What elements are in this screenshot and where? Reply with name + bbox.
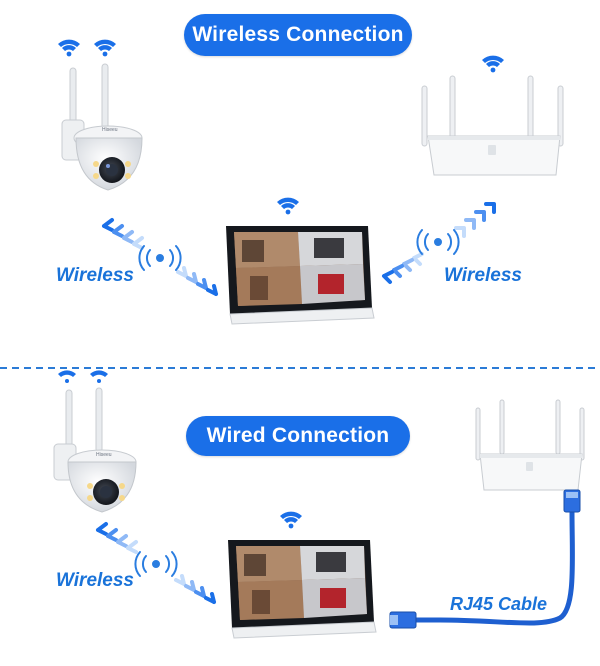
wireless-connection-title: Wireless Connection bbox=[184, 14, 412, 56]
wifi-icon bbox=[58, 39, 116, 57]
wireless-label-bottom-left: Wireless bbox=[56, 570, 134, 591]
wifi-icon bbox=[280, 511, 302, 529]
section-divider bbox=[0, 367, 600, 369]
wireless-connection-title-text: Wireless Connection bbox=[192, 23, 404, 46]
signal-arrows-top-right bbox=[382, 202, 496, 284]
wifi-icon bbox=[58, 370, 108, 383]
rj45-connector-top bbox=[563, 489, 581, 513]
router-bottom bbox=[475, 399, 585, 491]
monitor-top bbox=[226, 197, 375, 325]
camera-bottom: Hiseeu bbox=[53, 370, 137, 513]
rj45-connector-bottom bbox=[389, 611, 417, 629]
wireless-label-top-right: Wireless bbox=[444, 265, 522, 286]
svg-text:Hiseeu: Hiseeu bbox=[96, 452, 112, 458]
router-top bbox=[421, 55, 564, 176]
wifi-icon bbox=[277, 197, 299, 215]
camera-top: Hiseeu bbox=[58, 39, 143, 191]
signal-arrows-top-left bbox=[102, 218, 218, 296]
svg-text:Hiseeu: Hiseeu bbox=[102, 127, 118, 133]
rj45-cable-label: RJ45 Cable bbox=[450, 594, 548, 614]
wireless-label-top-left: Wireless bbox=[56, 265, 134, 286]
monitor-bottom bbox=[228, 511, 377, 639]
signal-arrows-bottom-left bbox=[96, 522, 216, 604]
wired-connection-title: Wired Connection bbox=[186, 416, 410, 456]
rj45-cable bbox=[389, 489, 581, 629]
wifi-icon bbox=[482, 55, 504, 73]
wired-connection-title-text: Wired Connection bbox=[206, 424, 390, 447]
